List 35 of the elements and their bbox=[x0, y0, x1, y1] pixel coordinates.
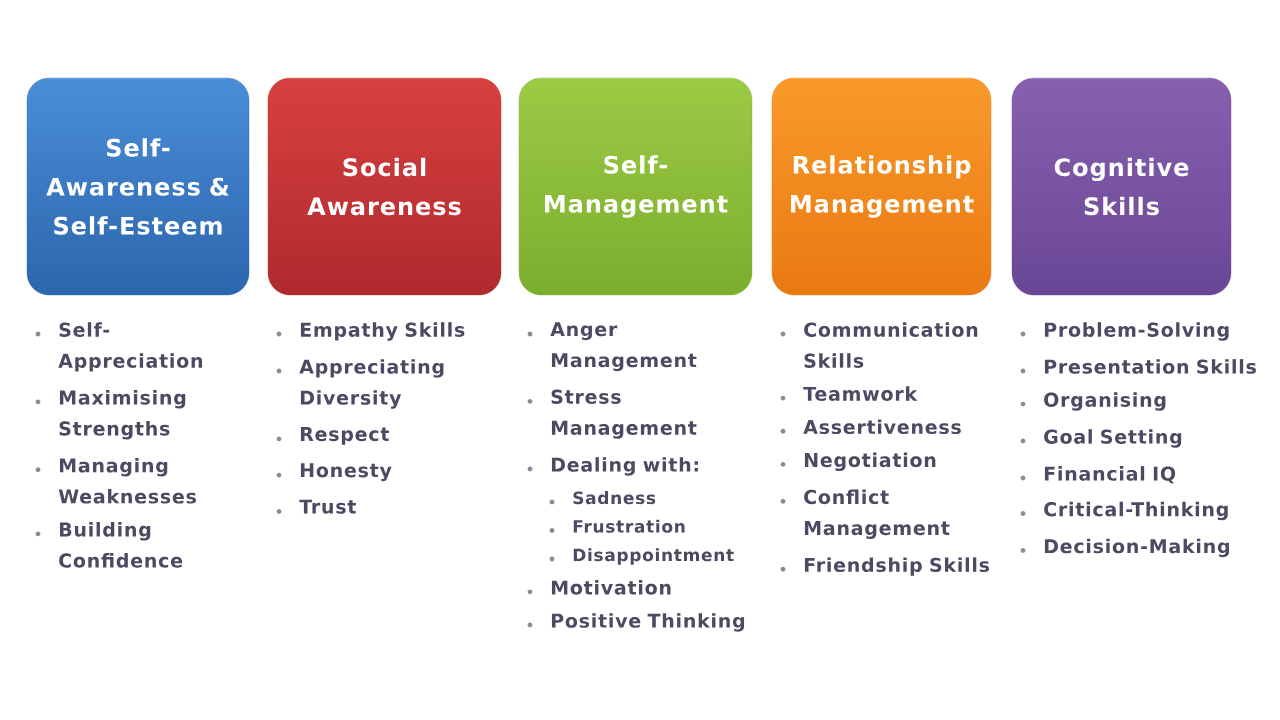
category-box: Self-Management bbox=[518, 77, 753, 296]
list-item: Trust bbox=[299, 499, 356, 514]
list-item: Friendship Skills bbox=[804, 557, 990, 576]
list-item: Communication Skills bbox=[804, 322, 978, 368]
list-item: Organising bbox=[1044, 392, 1166, 411]
list-item: Teamwork bbox=[803, 386, 918, 401]
list-item: Managing Weaknesses bbox=[58, 457, 196, 504]
category-box: Self-Awareness & Self-Esteem bbox=[26, 77, 250, 296]
category-box: Social Awareness bbox=[267, 77, 502, 296]
list-item: Disappointment bbox=[573, 548, 734, 565]
list-item: Negotiation bbox=[804, 452, 936, 472]
list-item: Empathy Skills bbox=[300, 322, 465, 341]
list-item: Anger Management bbox=[550, 322, 697, 372]
list-item: Assertiveness bbox=[803, 419, 961, 435]
category-box: Relationship Management bbox=[771, 77, 992, 296]
category-box: Cognitive Skills bbox=[1011, 77, 1232, 296]
list-item: Motivation bbox=[551, 580, 671, 595]
list-item: Presentation Skills bbox=[1044, 359, 1256, 374]
list-item: Goal Setting bbox=[1044, 429, 1182, 448]
list-item: Positive Thinking bbox=[551, 613, 745, 632]
list-item: Sadness bbox=[573, 491, 656, 505]
list-item: Decision-Making bbox=[1044, 538, 1229, 558]
list-item: Appreciating Diversity bbox=[299, 359, 444, 409]
list-item: Financial IQ bbox=[1044, 466, 1176, 484]
list-item: Critical-Thinking bbox=[1044, 501, 1228, 521]
list-item: Dealing with: bbox=[551, 457, 698, 476]
list-item: Building Confidence bbox=[59, 522, 183, 568]
list-item: Respect bbox=[300, 427, 389, 445]
list-item: Maximising Strengths bbox=[59, 390, 186, 440]
list-item: Frustration bbox=[573, 519, 685, 533]
list-item: Stress Management bbox=[551, 389, 697, 439]
list-item: Problem-Solving bbox=[1044, 322, 1229, 341]
list-item: Honesty bbox=[300, 463, 392, 482]
list-item: Conflict Management bbox=[804, 489, 950, 539]
list-item: Self-Appreciation bbox=[58, 322, 202, 372]
